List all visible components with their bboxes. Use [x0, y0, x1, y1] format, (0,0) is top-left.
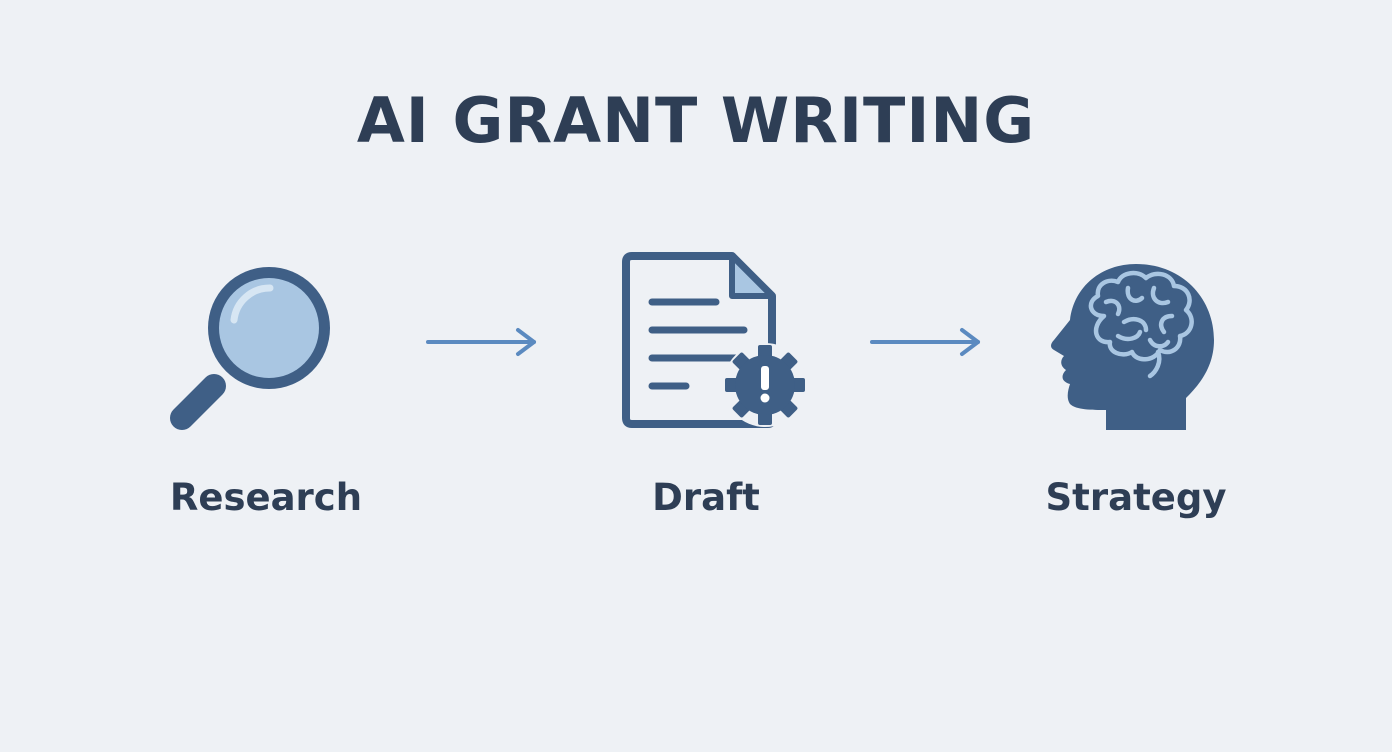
step-label-strategy: Strategy [1045, 476, 1227, 519]
magnifying-glass-icon [166, 258, 342, 434]
step-label-research: Research [169, 476, 363, 519]
diagram-title: AI GRANT WRITING [356, 84, 1036, 157]
head-brain-icon [1046, 258, 1218, 438]
arrow-right-icon [870, 326, 984, 358]
document-gear-alert-icon [620, 252, 810, 432]
step-label-draft: Draft [652, 476, 760, 519]
arrow-right-icon [426, 326, 540, 358]
